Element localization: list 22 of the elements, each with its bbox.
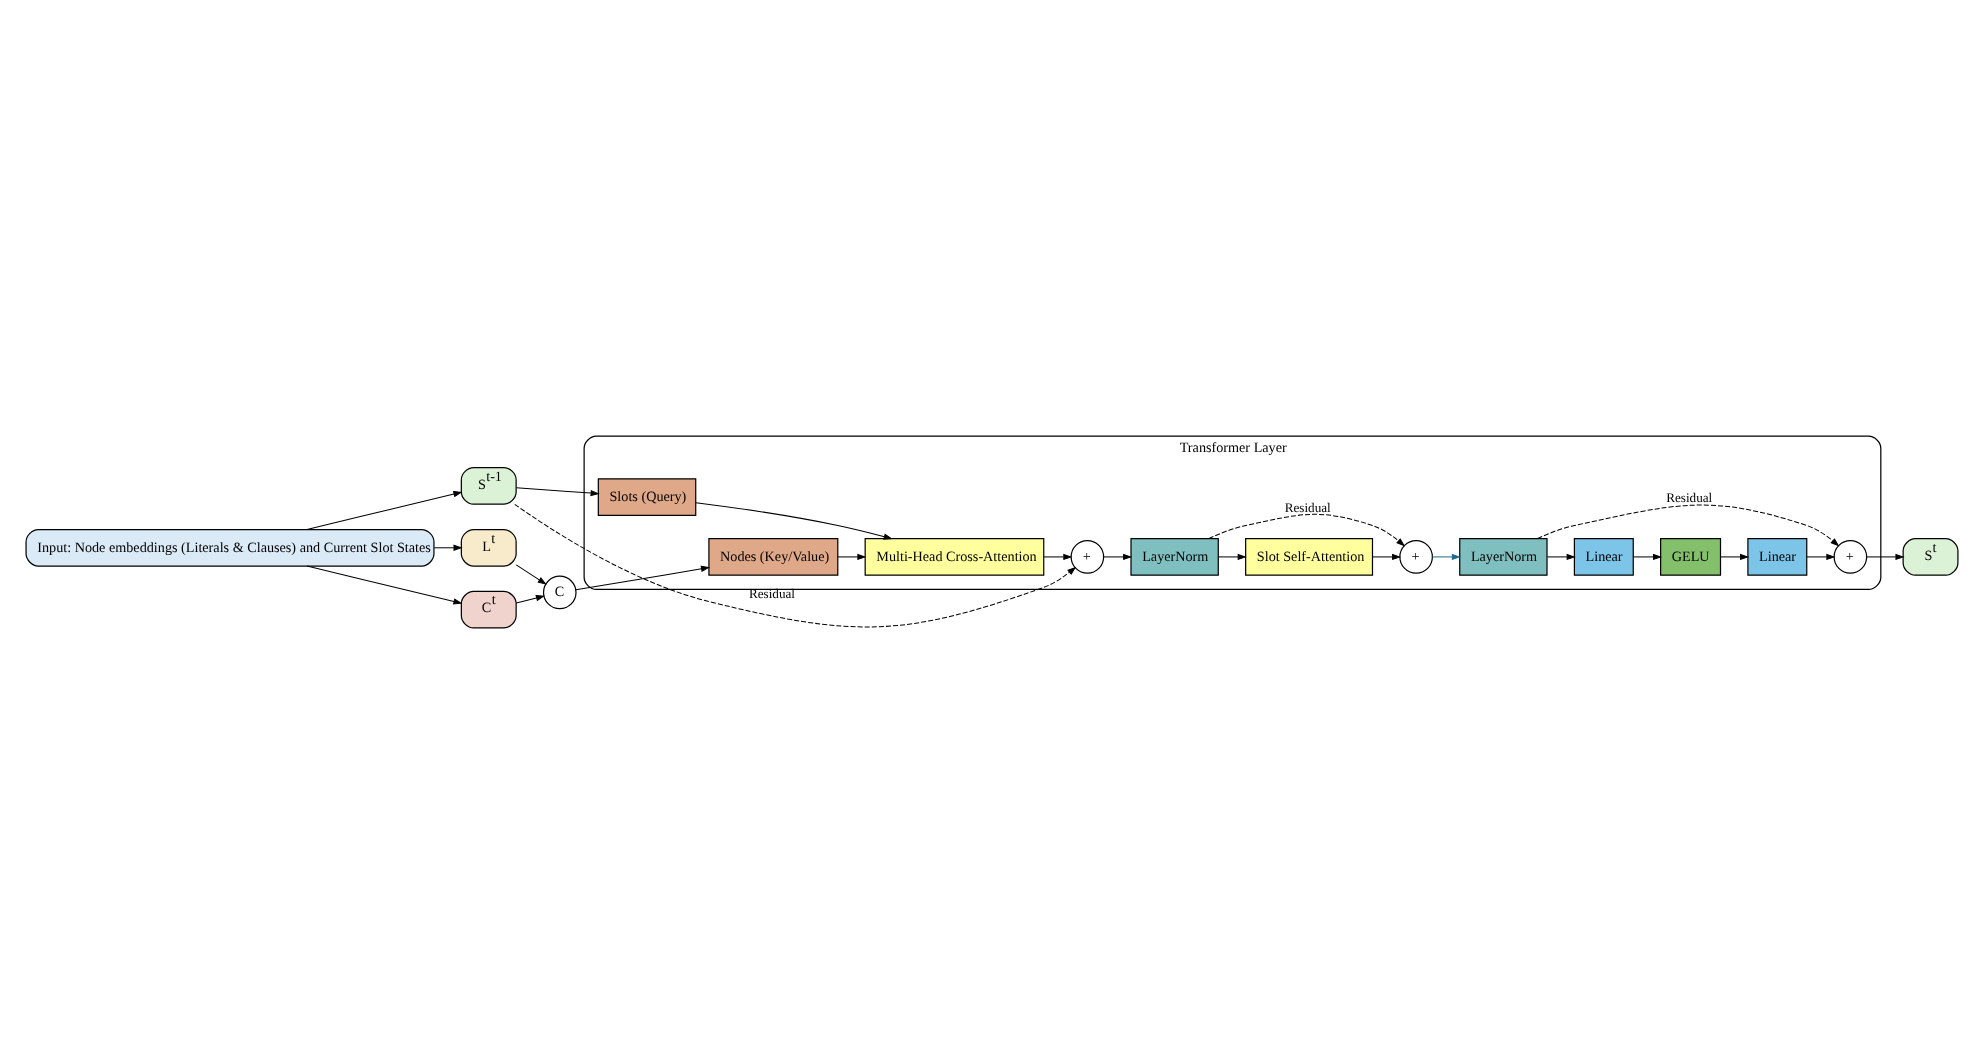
arrow <box>515 486 600 496</box>
arrow <box>1720 552 1750 560</box>
arrow <box>1372 552 1402 560</box>
arrow <box>1546 552 1576 560</box>
arrow <box>433 543 463 550</box>
arrow <box>575 564 711 590</box>
arrow <box>695 501 893 539</box>
arrow <box>1633 552 1663 560</box>
arrow <box>1866 552 1905 560</box>
arrow <box>306 564 463 604</box>
arrow <box>1537 503 1840 546</box>
arrow <box>515 593 546 603</box>
arrow <box>514 502 1077 627</box>
arrow <box>1217 552 1247 560</box>
arrow <box>1103 552 1133 560</box>
arrow <box>837 552 867 560</box>
arrow <box>1208 512 1406 546</box>
arrow <box>1431 552 1461 560</box>
arrow <box>306 490 463 529</box>
arrow <box>1043 552 1073 560</box>
arrow <box>1806 552 1836 560</box>
arrow <box>515 563 547 584</box>
